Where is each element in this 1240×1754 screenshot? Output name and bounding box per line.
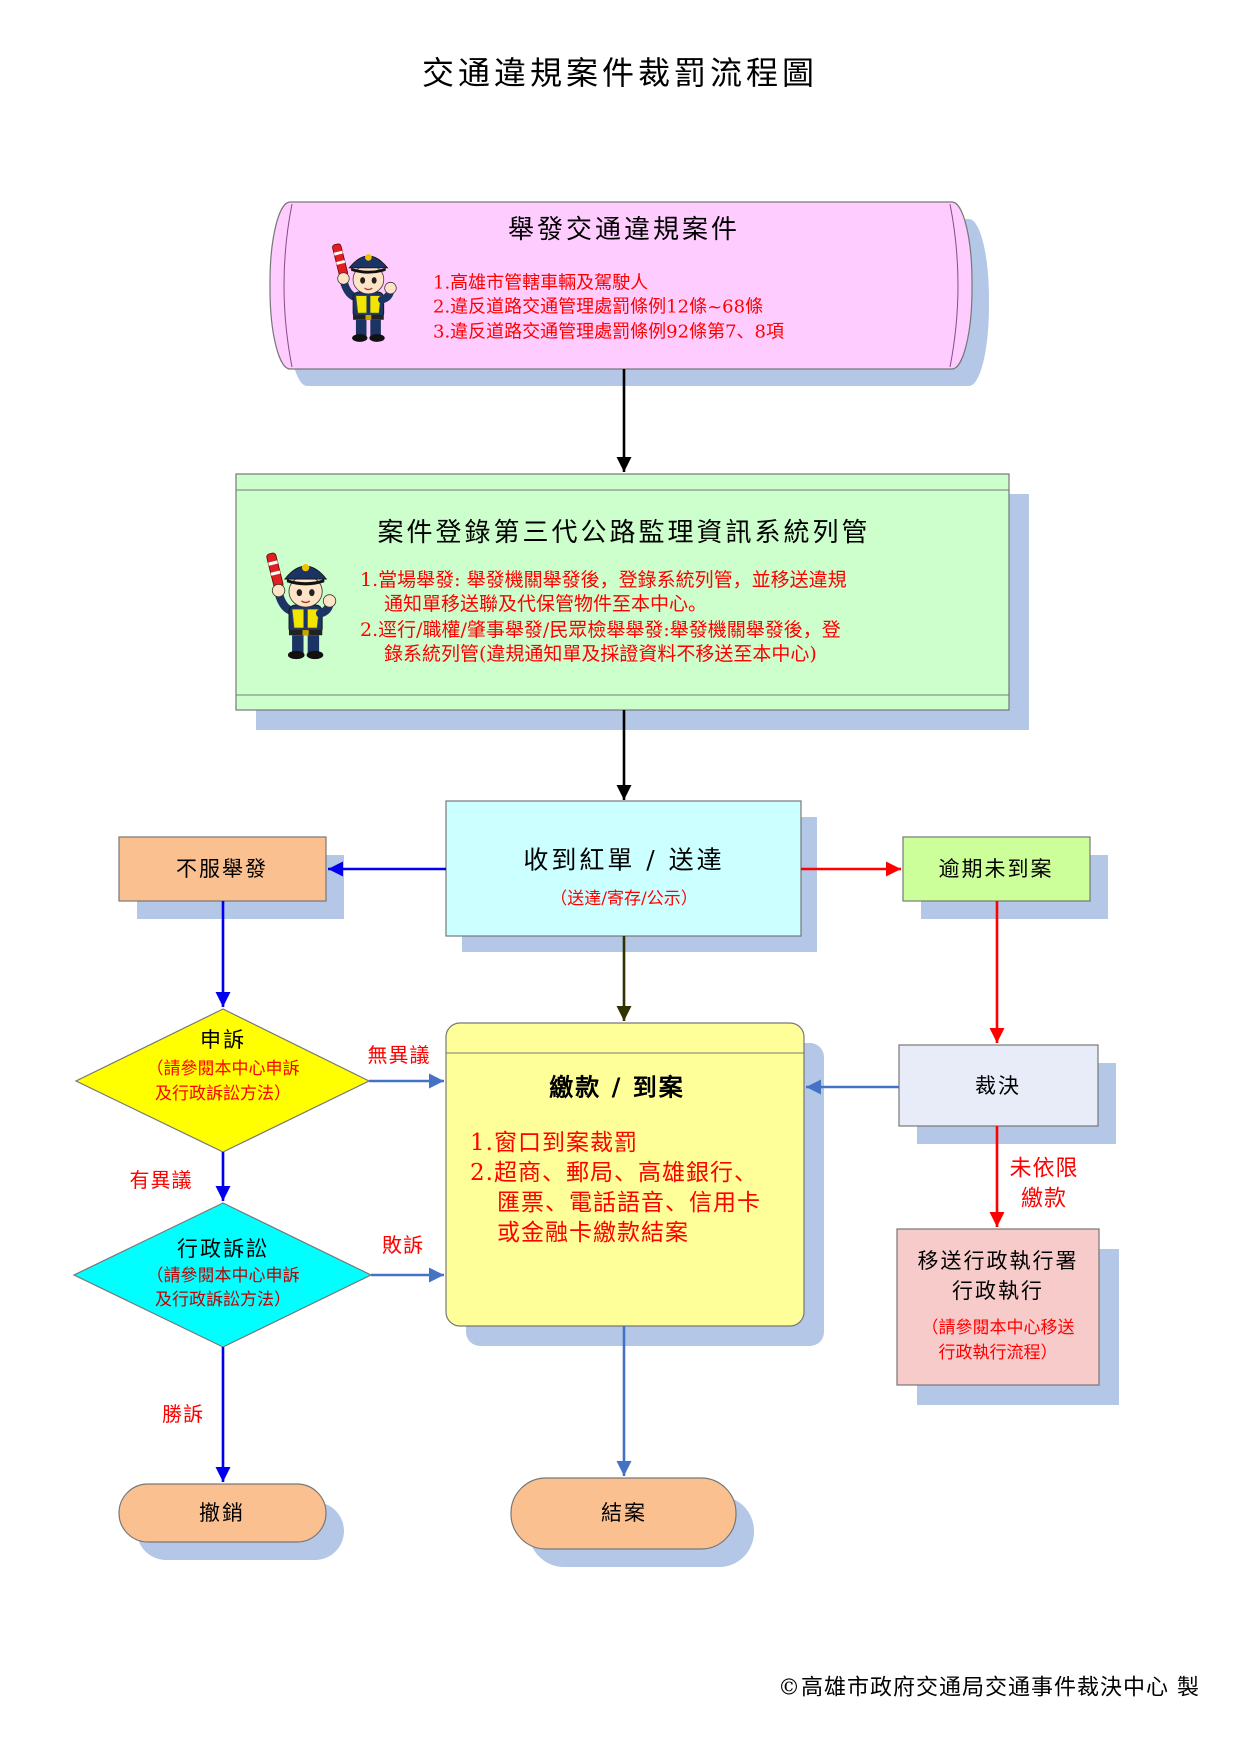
litigation-note: 及行政訴訟方法） — [155, 1290, 291, 1310]
report-case-node: 舉發交通違規案件 1.高雄市管轄車輛及駕駛人 2.違反道路交通管理處罰條例12條… — [269, 201, 989, 386]
payment-line: 2.超商、郵局、高雄銀行、 — [470, 1160, 758, 1186]
edge-label-unpaid: 未依限 — [1009, 1157, 1078, 1182]
edge-label-win: 勝訴 — [162, 1402, 204, 1426]
ruling-label: 裁決 — [975, 1074, 1021, 1098]
report-case-heading: 舉發交通違規案件 — [508, 215, 740, 245]
report-case-item: 3.違反道路交通管理處罰條例92條第7、8項 — [433, 322, 784, 343]
dispute-box — [118, 836, 327, 902]
appeal-note: 及行政訴訟方法） — [155, 1084, 291, 1104]
edge-label-unpaid: 繳款 — [1021, 1187, 1067, 1212]
litigation-node: 行政訴訟 （請參閱本中心申訴 及行政訴訟方法） — [72, 1202, 373, 1348]
register-case-line: 2.逕行/職權/肇事舉發/民眾檢舉舉發:舉發機關舉發後，登 — [360, 619, 841, 641]
report-case-item: 1.高雄市管轄車輛及駕駛人 — [433, 273, 648, 294]
litigation-note: （請參閱本中心申訴 — [147, 1266, 300, 1286]
scroll-curl-left — [283, 203, 293, 368]
register-case-line: 1.當場舉發: 舉發機關舉發後，登錄系統列管，並移送違規 — [360, 569, 847, 591]
ticket-received-box — [445, 800, 802, 937]
dispute-label: 不服舉發 — [176, 857, 268, 881]
register-case-node: 案件登錄第三代公路監理資訊系統列管 1.當場舉發: 舉發機關舉發後，登錄系統列管… — [235, 473, 1029, 730]
ruling-node: 裁決 — [898, 1044, 1116, 1144]
closed-pill — [510, 1477, 737, 1550]
payment-line: 匯票、電話語音、信用卡 — [497, 1190, 761, 1216]
ruling-box — [898, 1044, 1099, 1127]
footer-credit: ©高雄市政府交通局交通事件裁決中心 製 — [778, 1676, 1200, 1701]
edge-label-objection: 有異議 — [130, 1168, 193, 1192]
register-case-box — [235, 473, 1010, 711]
enforcement-note: （請參閱本中心移送 — [922, 1318, 1075, 1338]
closed-node: 結案 — [510, 1477, 754, 1567]
ticket-received-node: 收到紅單 / 送達 （送達/寄存/公示） — [445, 800, 817, 952]
litigation-heading: 行政訴訟 — [177, 1237, 269, 1261]
enforcement-note: 行政執行流程） — [939, 1343, 1058, 1363]
enforcement-heading: 行政執行 — [952, 1279, 1044, 1303]
overdue-box — [902, 836, 1091, 902]
edge-label-lose: 敗訴 — [382, 1233, 424, 1257]
ticket-received-heading: 收到紅單 / 送達 — [523, 846, 724, 875]
revoked-pill — [118, 1483, 327, 1543]
payment-heading: 繳款 / 到案 — [549, 1073, 684, 1102]
edge-label-no-objection: 無異議 — [368, 1043, 431, 1067]
revoked-node: 撤銷 — [118, 1483, 344, 1560]
payment-node: 繳款 / 到案 1.窗口到案裁罰 2.超商、郵局、高雄銀行、 匯票、電話語音、信… — [445, 1022, 824, 1346]
appeal-note: （請參閱本中心申訴 — [147, 1059, 300, 1079]
revoked-label: 撤銷 — [199, 1501, 245, 1525]
enforcement-box — [896, 1228, 1100, 1386]
overdue-node: 逾期未到案 — [902, 836, 1108, 919]
closed-label: 結案 — [601, 1501, 647, 1525]
enforcement-node: 移送行政執行署 行政執行 （請參閱本中心移送 行政執行流程） — [896, 1228, 1119, 1405]
register-case-line: 通知單移送聯及代保管物件至本中心。 — [384, 593, 707, 615]
appeal-heading: 申訴 — [200, 1028, 246, 1052]
page-title: 交通違規案件裁罰流程圖 — [422, 54, 818, 92]
register-case-heading: 案件登錄第三代公路監理資訊系統列管 — [377, 518, 870, 548]
appeal-node: 申訴 （請參閱本中心申訴 及行政訴訟方法） — [74, 1008, 371, 1153]
report-case-item: 2.違反道路交通管理處罰條例12條~68條 — [433, 297, 763, 318]
enforcement-heading: 移送行政執行署 — [918, 1249, 1079, 1273]
ticket-received-subtext: （送達/寄存/公示） — [550, 889, 697, 909]
scroll-curl-right — [949, 203, 959, 368]
register-case-line: 錄系統列管(違規通知單及採證資料不移送至本中心) — [384, 643, 817, 665]
overdue-label: 逾期未到案 — [939, 857, 1054, 881]
report-case-box — [269, 201, 973, 370]
payment-line: 1.窗口到案裁罰 — [470, 1130, 638, 1156]
dispute-node: 不服舉發 — [118, 836, 344, 919]
payment-line: 或金融卡繳款結案 — [497, 1220, 689, 1246]
